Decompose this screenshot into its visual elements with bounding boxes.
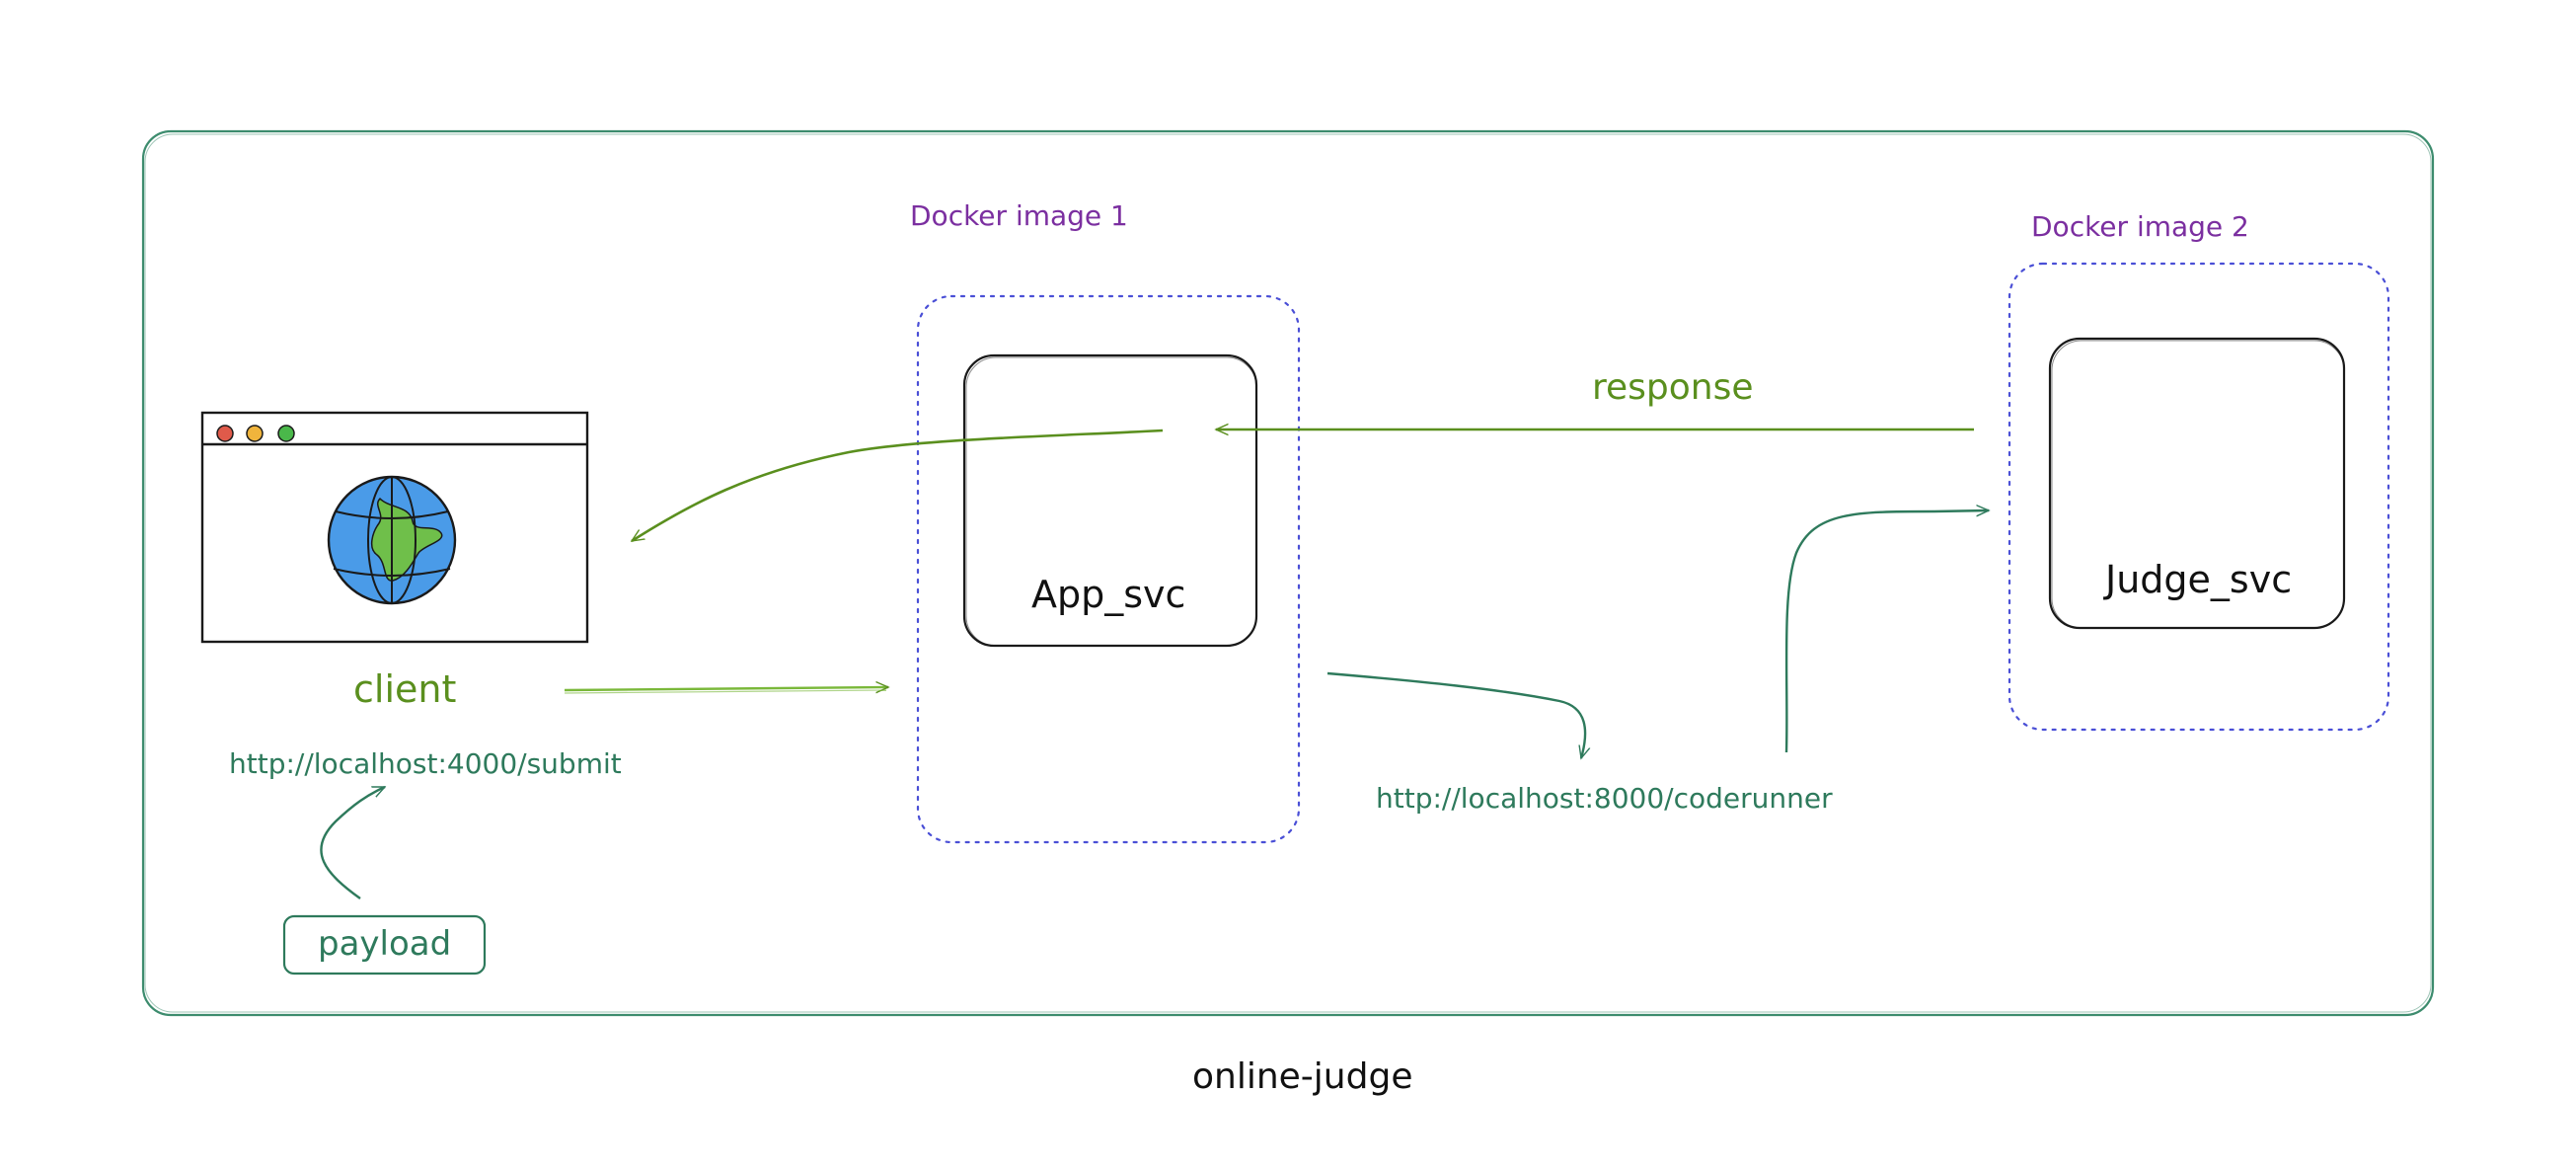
docker-image-1-label: Docker image 1: [910, 199, 1128, 232]
payload-label: payload: [318, 924, 452, 964]
window-minimize-dot: [246, 425, 264, 442]
globe-icon: [327, 475, 457, 605]
docker-image-2-label: Docker image 2: [2031, 210, 2249, 243]
app-to-coderunner-arrow: [1326, 671, 1585, 758]
response-label: response: [1592, 367, 1754, 408]
app-svc-label: App_svc: [1031, 573, 1186, 616]
payload-to-url-arrow: [320, 785, 385, 899]
docker-image-1-boundary: [916, 294, 1301, 844]
window-close-dot: [216, 425, 234, 442]
client-url-label: http://localhost:4000/submit: [229, 747, 622, 780]
diagram-title: online-judge: [1192, 1056, 1413, 1097]
judge-svc-label: Judge_svc: [2105, 558, 2293, 601]
app-to-client-arrow: [632, 429, 1164, 543]
window-maximize-dot: [277, 425, 295, 442]
online-judge-container: [141, 129, 2435, 1017]
client-to-app-arrow: [564, 687, 888, 690]
client-label: client: [353, 667, 457, 711]
coderunner-url-label: http://localhost:8000/coderunner: [1376, 782, 1833, 815]
docker-image-2-boundary: [2008, 262, 2390, 732]
payload-box[interactable]: [282, 914, 487, 976]
coderunner-to-judge-arrow: [1784, 510, 1989, 753]
browser-window-icon: [200, 411, 589, 644]
